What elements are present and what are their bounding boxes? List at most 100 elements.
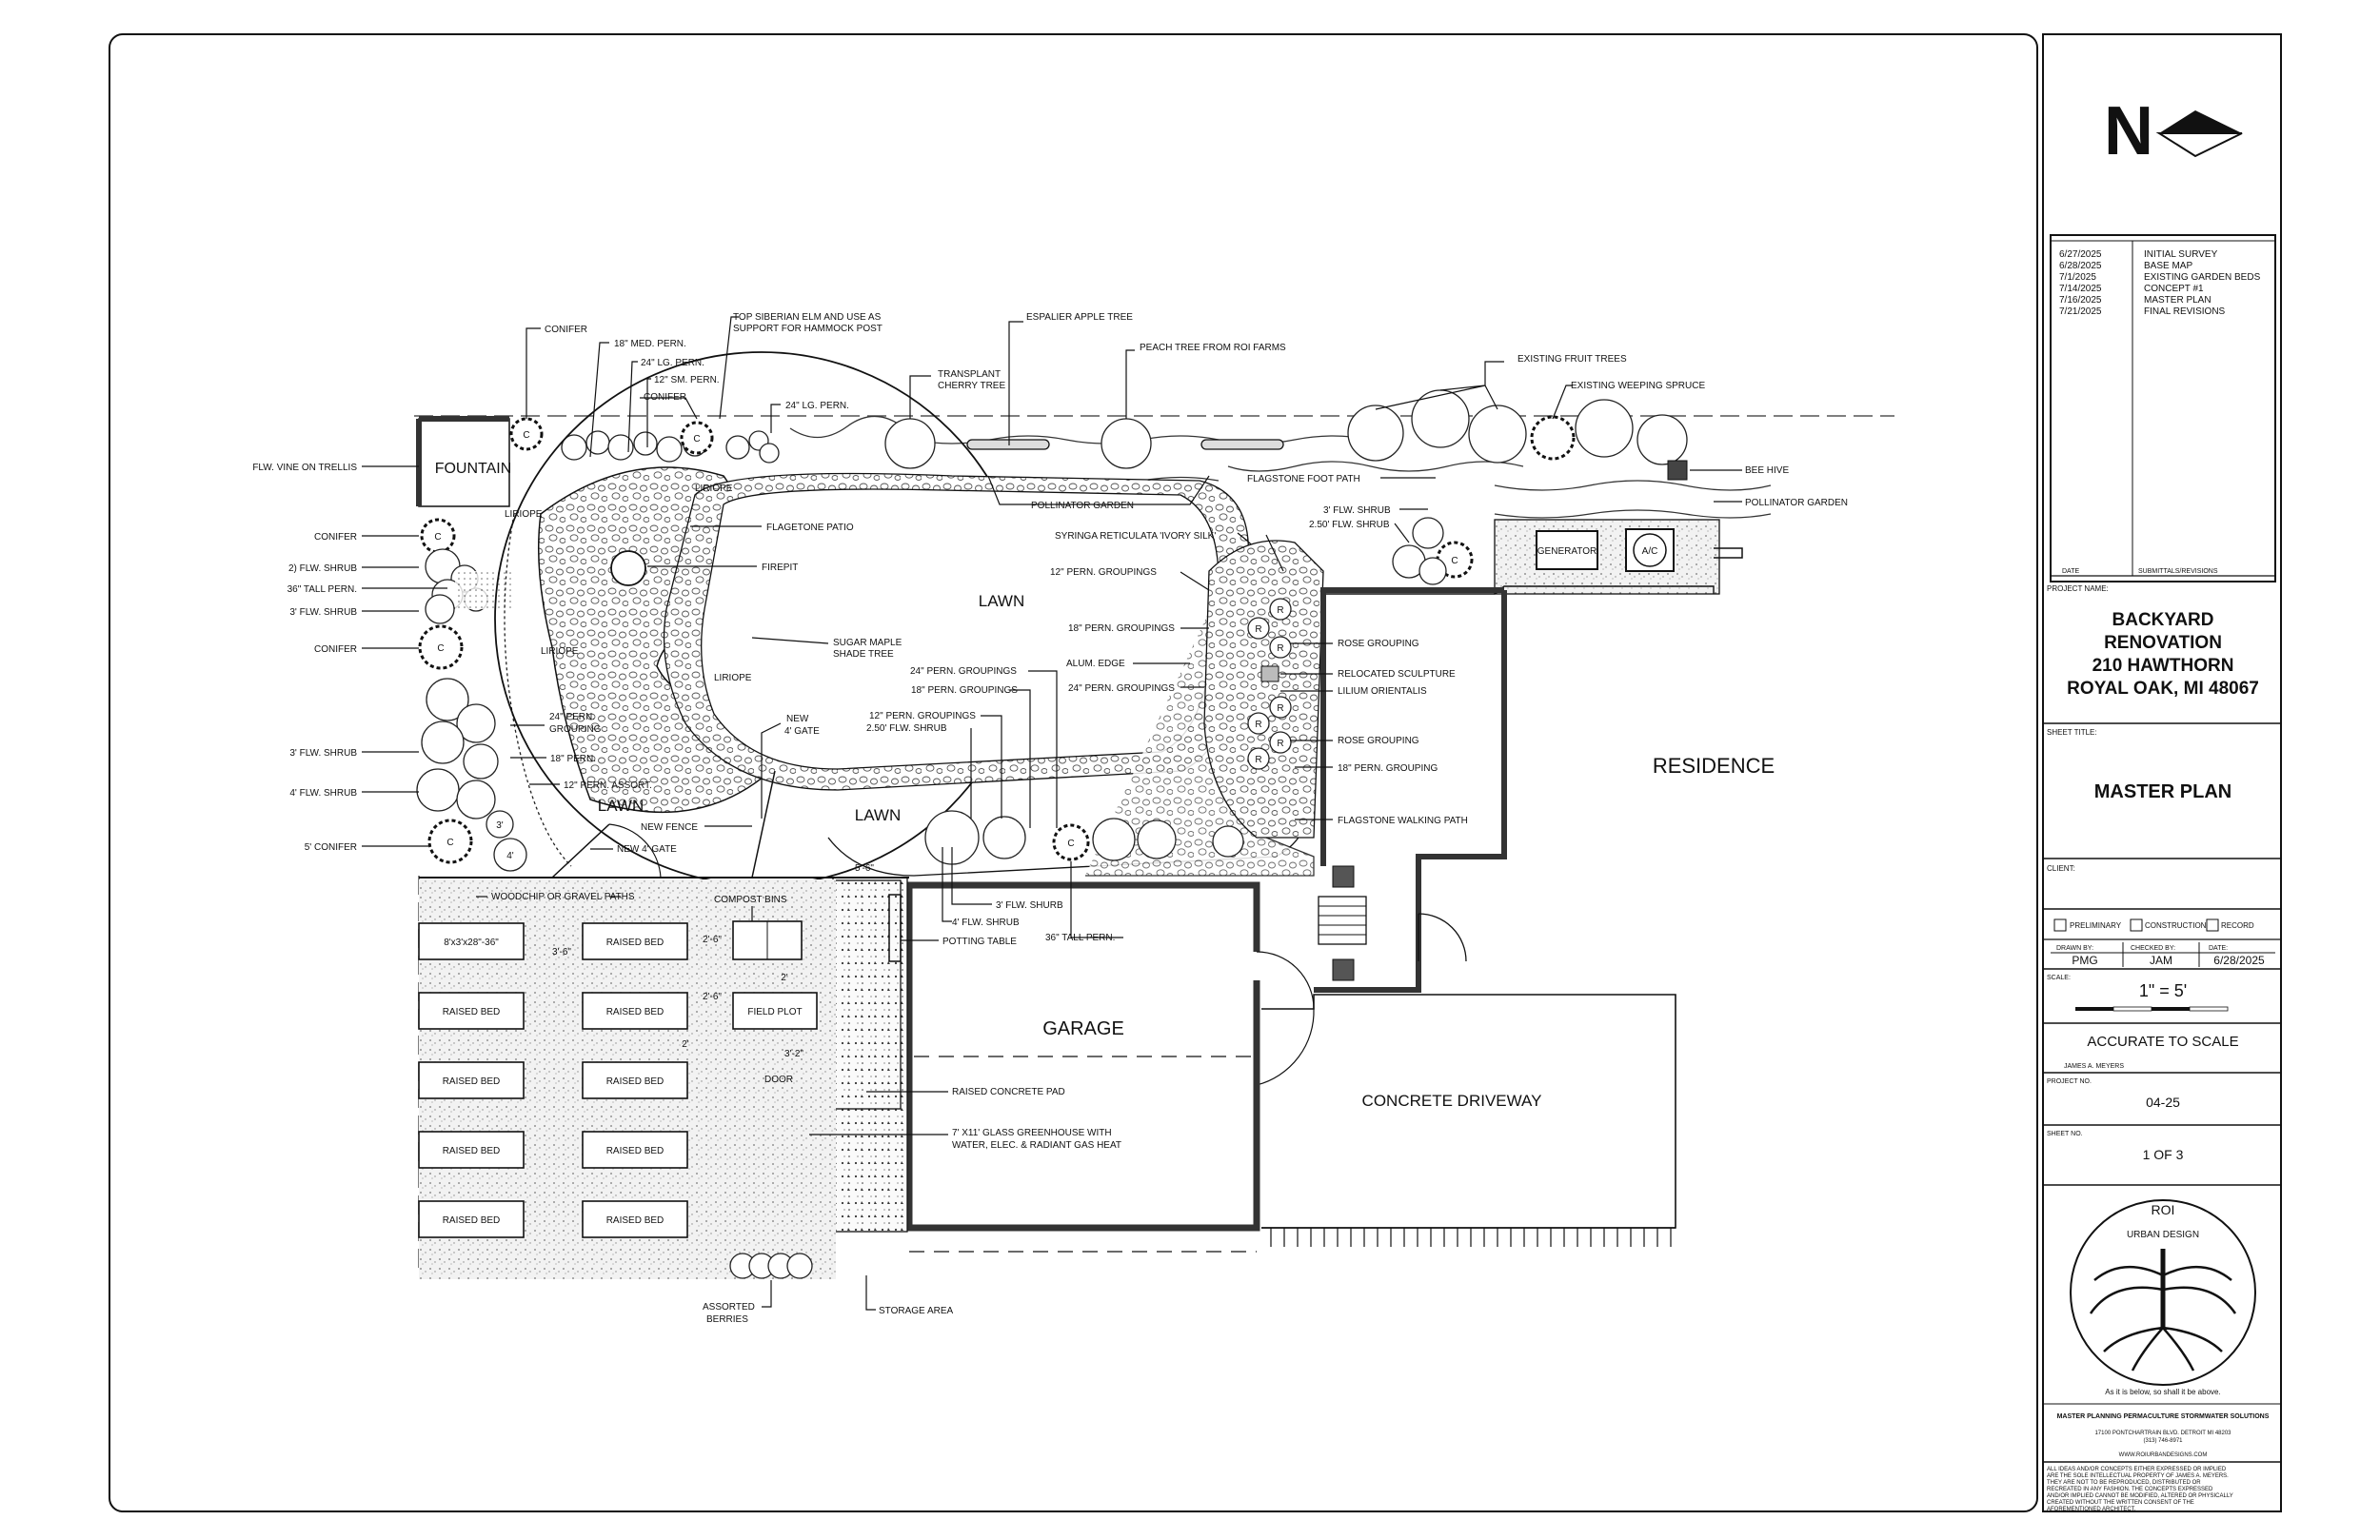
project-line-3: 210 HAWTHORN — [2092, 656, 2234, 676]
svg-text:(313) 746-8971: (313) 746-8971 — [2143, 1438, 2183, 1444]
svg-text:TRANSPLANT: TRANSPLANT — [938, 369, 1001, 380]
south-shrub-row — [924, 810, 1244, 865]
drawing-border — [109, 33, 2038, 1512]
svg-text:TOP SIBERIAN ELM AND USE AS: TOP SIBERIAN ELM AND USE AS — [733, 312, 882, 323]
svg-text:12" PERN. GROUPINGS: 12" PERN. GROUPINGS — [869, 711, 976, 721]
svg-text:RAISED BED: RAISED BED — [443, 1076, 501, 1087]
svg-text:4' GATE: 4' GATE — [784, 726, 820, 737]
svg-text:LIRIOPE: LIRIOPE — [714, 673, 752, 683]
scale-bar — [2075, 1006, 2229, 1012]
revision-date: 6/28/2025 — [2059, 261, 2102, 271]
project-line-4: ROYAL OAK, MI 48067 — [2067, 679, 2259, 699]
svg-text:URBAN DESIGN: URBAN DESIGN — [2127, 1230, 2199, 1240]
svg-text:2': 2' — [682, 1039, 689, 1050]
utility-pad: GENERATOR A/C — [1392, 517, 1743, 595]
north-perennial-row — [561, 415, 1772, 519]
scale-value: 1" = 5' — [2139, 981, 2187, 1000]
svg-text:SHADE TREE: SHADE TREE — [833, 649, 894, 660]
svg-text:R: R — [1277, 643, 1283, 654]
svg-text:GROUPING: GROUPING — [549, 724, 602, 735]
services: MASTER PLANNING PERMACULTURE STORMWATER … — [2057, 1413, 2270, 1420]
svg-text:AND/OR IMPLIED CANNOT BE MODIF: AND/OR IMPLIED CANNOT BE MODIFIED, ALTER… — [2047, 1493, 2233, 1499]
svg-text:CHECKED BY:: CHECKED BY: — [2131, 945, 2175, 952]
svg-text:R: R — [1255, 720, 1261, 730]
status-preliminary: PRELIMINARY — [2070, 921, 2122, 930]
svg-text:C: C — [1451, 556, 1458, 566]
revision-description: INITIAL SURVEY — [2144, 249, 2218, 260]
svg-text:3' FLW. SHRUB: 3' FLW. SHRUB — [1323, 505, 1391, 516]
svg-text:2) FLW. SHRUB: 2) FLW. SHRUB — [288, 563, 357, 574]
svg-text:24" PERN. GROUPINGS: 24" PERN. GROUPINGS — [1068, 683, 1175, 694]
project-line-2: RENOVATION — [2104, 633, 2222, 653]
svg-text:C: C — [434, 532, 441, 543]
garage: GARAGE — [905, 881, 1315, 1253]
svg-text:RECREATED IN ANY FASHION. THE: RECREATED IN ANY FASHION. THE CONCEPTS E… — [2047, 1487, 2213, 1492]
rose-bed: R R R R R R R — [1203, 540, 1324, 839]
status-record: RECORD — [2221, 921, 2254, 930]
svg-text:CONIFER: CONIFER — [314, 644, 357, 655]
revision-date: 6/27/2025 — [2059, 249, 2102, 260]
svg-text:C: C — [693, 434, 700, 444]
svg-text:SHEET NO.: SHEET NO. — [2047, 1131, 2083, 1137]
svg-text:18" MED. PERN.: 18" MED. PERN. — [614, 339, 686, 349]
generator-label: GENERATOR — [1537, 546, 1597, 557]
svg-text:ROSE GROUPING: ROSE GROUPING — [1338, 736, 1419, 746]
svg-text:JAMES A. MEYERS: JAMES A. MEYERS — [2064, 1063, 2124, 1070]
svg-text:2'-6": 2'-6" — [703, 935, 722, 945]
svg-text:NEW 4' GATE: NEW 4' GATE — [617, 844, 677, 855]
svg-text:DRAWN BY:: DRAWN BY: — [2056, 945, 2093, 952]
svg-text:As it is below, so shall it be: As it is below, so shall it be above. — [2105, 1388, 2220, 1396]
callouts-middle: LIRIOPE LIRIOPE LIRIOPE LIRIOPE FLAGETON… — [505, 484, 902, 855]
svg-text:ASSORTED: ASSORTED — [703, 1302, 755, 1313]
svg-text:R: R — [1277, 739, 1283, 749]
callouts-left: FLW. VINE ON TRELLIS CONIFER 2) FLW. SHR… — [252, 463, 447, 853]
svg-text:PROJECT NAME:: PROJECT NAME: — [2047, 584, 2109, 593]
svg-text:8'x3'x28"-36": 8'x3'x28"-36" — [444, 938, 499, 948]
svg-text:THEY ARE NOT TO BE REPRODUCED,: THEY ARE NOT TO BE REPRODUCED, DISTRIBUT… — [2047, 1480, 2201, 1486]
svg-text:C: C — [446, 838, 453, 848]
svg-text:RAISED BED: RAISED BED — [443, 1215, 501, 1226]
svg-text:RAISED BED: RAISED BED — [606, 1215, 664, 1226]
fruit-trees — [884, 389, 1688, 481]
svg-text:18" PERN.: 18" PERN. — [550, 754, 596, 764]
status-construction: CONSTRUCTION — [2145, 921, 2207, 930]
revision-description: FINAL REVISIONS — [2144, 306, 2226, 317]
svg-text:STORAGE AREA: STORAGE AREA — [879, 1306, 954, 1316]
svg-text:FLAGSTONE WALKING PATH: FLAGSTONE WALKING PATH — [1338, 816, 1468, 826]
svg-text:RAISED BED: RAISED BED — [606, 938, 664, 948]
svg-text:POLLINATOR GARDEN: POLLINATOR GARDEN — [1031, 501, 1134, 511]
svg-text:FIELD PLOT: FIELD PLOT — [747, 1007, 802, 1017]
conifers: C C C C C C C — [418, 417, 1474, 864]
svg-text:FLAGSTONE FOOT PATH: FLAGSTONE FOOT PATH — [1247, 474, 1360, 484]
sheet-number: 1 OF 3 — [2143, 1147, 2184, 1162]
svg-text:CONIFER: CONIFER — [314, 532, 357, 543]
svg-text:COMPOST BINS: COMPOST BINS — [714, 895, 787, 905]
svg-text:FLAGETONE PATIO: FLAGETONE PATIO — [766, 523, 854, 533]
accurate-to-scale: ACCURATE TO SCALE — [2087, 1034, 2238, 1050]
sheet-title: MASTER PLAN — [2094, 781, 2231, 802]
svg-text:POLLINATOR GARDEN: POLLINATOR GARDEN — [1745, 498, 1848, 508]
svg-text:BERRIES: BERRIES — [706, 1314, 748, 1325]
svg-text:RAISED BED: RAISED BED — [606, 1007, 664, 1017]
submittals-header: SUBMITTALS/REVISIONS — [2138, 568, 2218, 575]
drawn-by: PMG — [2072, 954, 2097, 967]
revision-description: CONCEPT #1 — [2144, 284, 2204, 294]
svg-text:R: R — [1255, 755, 1261, 765]
revision-date: 7/1/2025 — [2059, 272, 2096, 283]
svg-text:ROSE GROUPING: ROSE GROUPING — [1338, 639, 1419, 649]
svg-text:PEACH TREE FROM ROI FARMS: PEACH TREE FROM ROI FARMS — [1140, 343, 1286, 353]
checked-by: JAM — [2150, 954, 2172, 967]
svg-text:12" SM. PERN.: 12" SM. PERN. — [654, 375, 720, 385]
svg-text:R: R — [1255, 624, 1261, 635]
callouts-bottom: WOODCHIP OR GRAVEL PATHS COMPOST BINS 3'… — [476, 847, 1123, 1325]
svg-text:RAISED BED: RAISED BED — [443, 1007, 501, 1017]
svg-text:WWW.ROIURBANDESIGNS.COM: WWW.ROIURBANDESIGNS.COM — [2119, 1452, 2208, 1458]
title-block-border — [2042, 33, 2282, 1512]
svg-text:3' FLW. SHRUB: 3' FLW. SHRUB — [289, 607, 357, 618]
svg-text:24" LG. PERN.: 24" LG. PERN. — [641, 358, 704, 368]
svg-text:2.50' FLW. SHRUB: 2.50' FLW. SHRUB — [866, 723, 947, 734]
svg-text:DATE:: DATE: — [2209, 945, 2228, 952]
svg-text:DOOR: DOOR — [764, 1075, 793, 1085]
